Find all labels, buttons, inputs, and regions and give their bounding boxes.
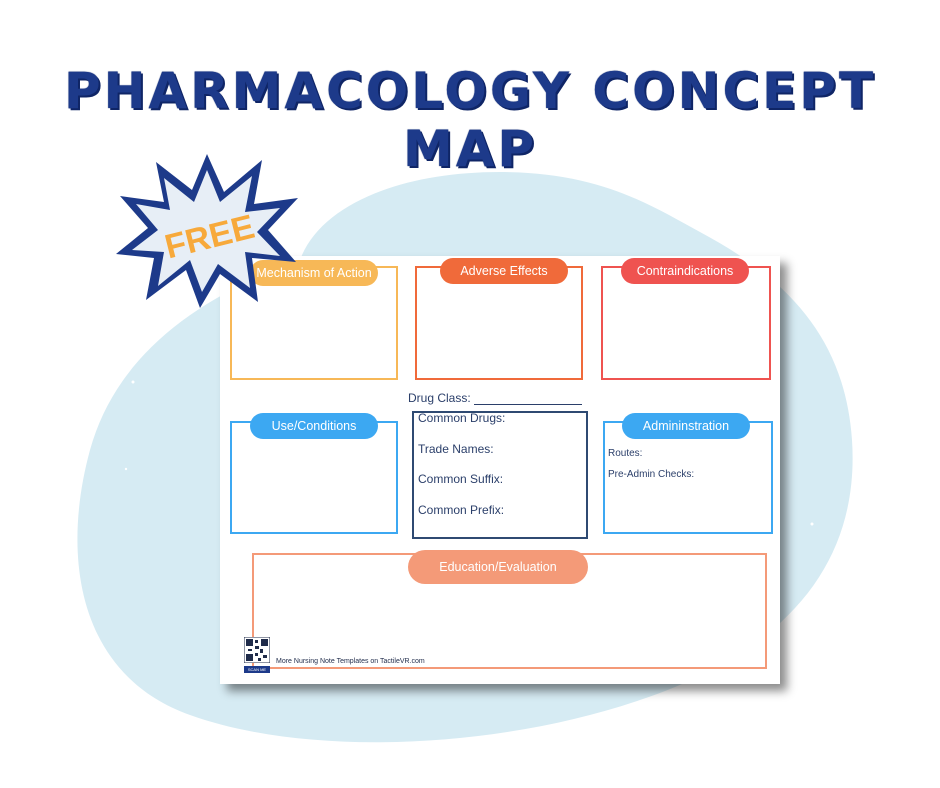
education-label: Education/Evaluation <box>408 550 588 584</box>
page-title: PHARMACOLOGY CONCEPT MAP <box>63 62 877 178</box>
footer-text: More Nursing Note Templates on TactileVR… <box>276 658 425 665</box>
routes-label: Routes: <box>608 448 643 459</box>
concept-map-sheet: Mechanism of Action Adverse Effects Cont… <box>220 256 780 684</box>
drug-info-box <box>412 411 588 539</box>
qr-scan-label: SCAN ME <box>244 666 270 673</box>
mechanism-label: Mechanism of Action <box>250 260 378 286</box>
common-prefix-label: Common Prefix: <box>418 503 505 517</box>
drug-class-label: Drug Class: <box>408 391 471 405</box>
qr-code-icon <box>244 637 270 663</box>
use-conditions-label: Use/Conditions <box>250 413 378 439</box>
trade-names-label: Trade Names: <box>418 442 494 456</box>
adverse-effects-label: Adverse Effects <box>440 258 568 284</box>
pre-admin-checks-label: Pre-Admin Checks: <box>608 469 695 480</box>
administration-label: Admininstration <box>622 413 750 439</box>
common-suffix-label: Common Suffix: <box>418 472 504 486</box>
free-starburst-badge: FREE <box>116 154 298 308</box>
drug-class-line <box>474 404 582 405</box>
contraindications-label: Contraindications <box>621 258 749 284</box>
common-drugs-label: Common Drugs: <box>418 411 506 425</box>
